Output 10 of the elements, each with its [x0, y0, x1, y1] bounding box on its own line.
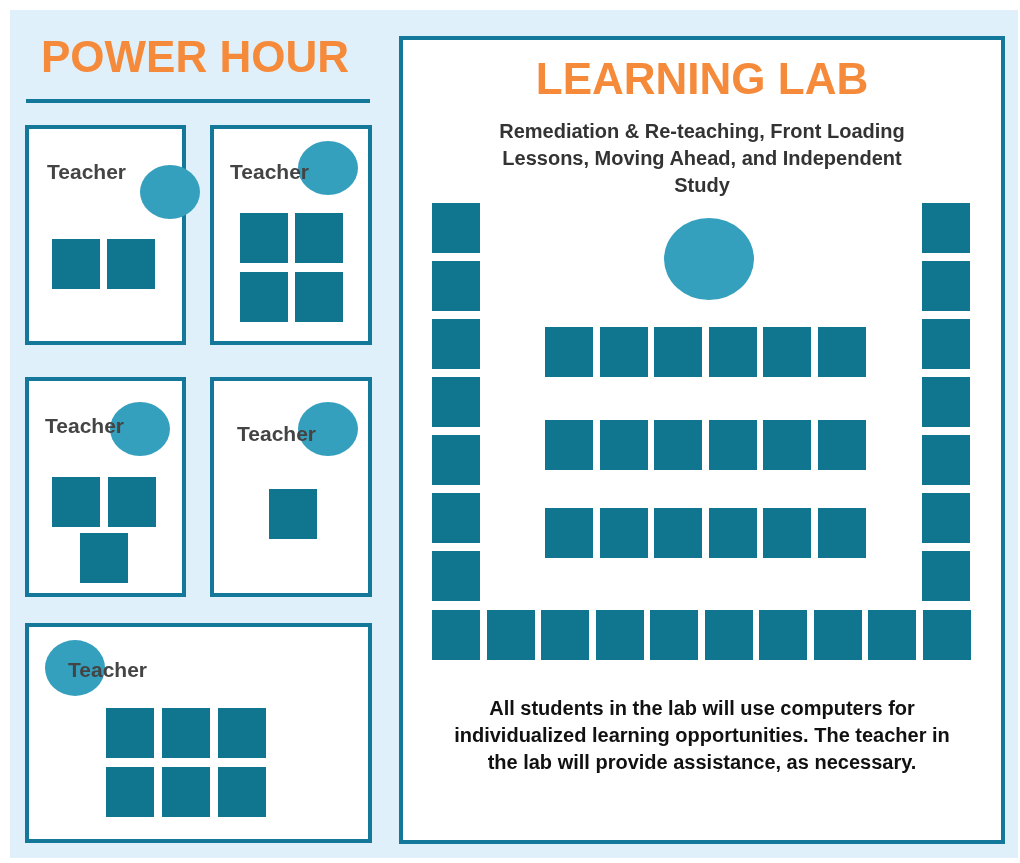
lab-note: All students in the lab will use computers for individualized learning opportunities. The teacher in the lab will provide assistance, as necessary.	[453, 696, 951, 775]
lab-subtitle: Remediation & Re-teaching, Front Loading Lessons, Moving Ahead, and Independent Study	[498, 119, 906, 198]
classroom-box	[210, 377, 372, 597]
lab-room-box	[399, 36, 1005, 844]
section-heading: POWER HOUR	[41, 32, 349, 82]
classroom-box	[210, 125, 372, 345]
classroom-box	[25, 623, 372, 843]
teacher-label: Teacher	[47, 160, 126, 184]
lab-heading: LEARNING LAB	[534, 54, 870, 104]
classroom-box	[25, 377, 186, 597]
